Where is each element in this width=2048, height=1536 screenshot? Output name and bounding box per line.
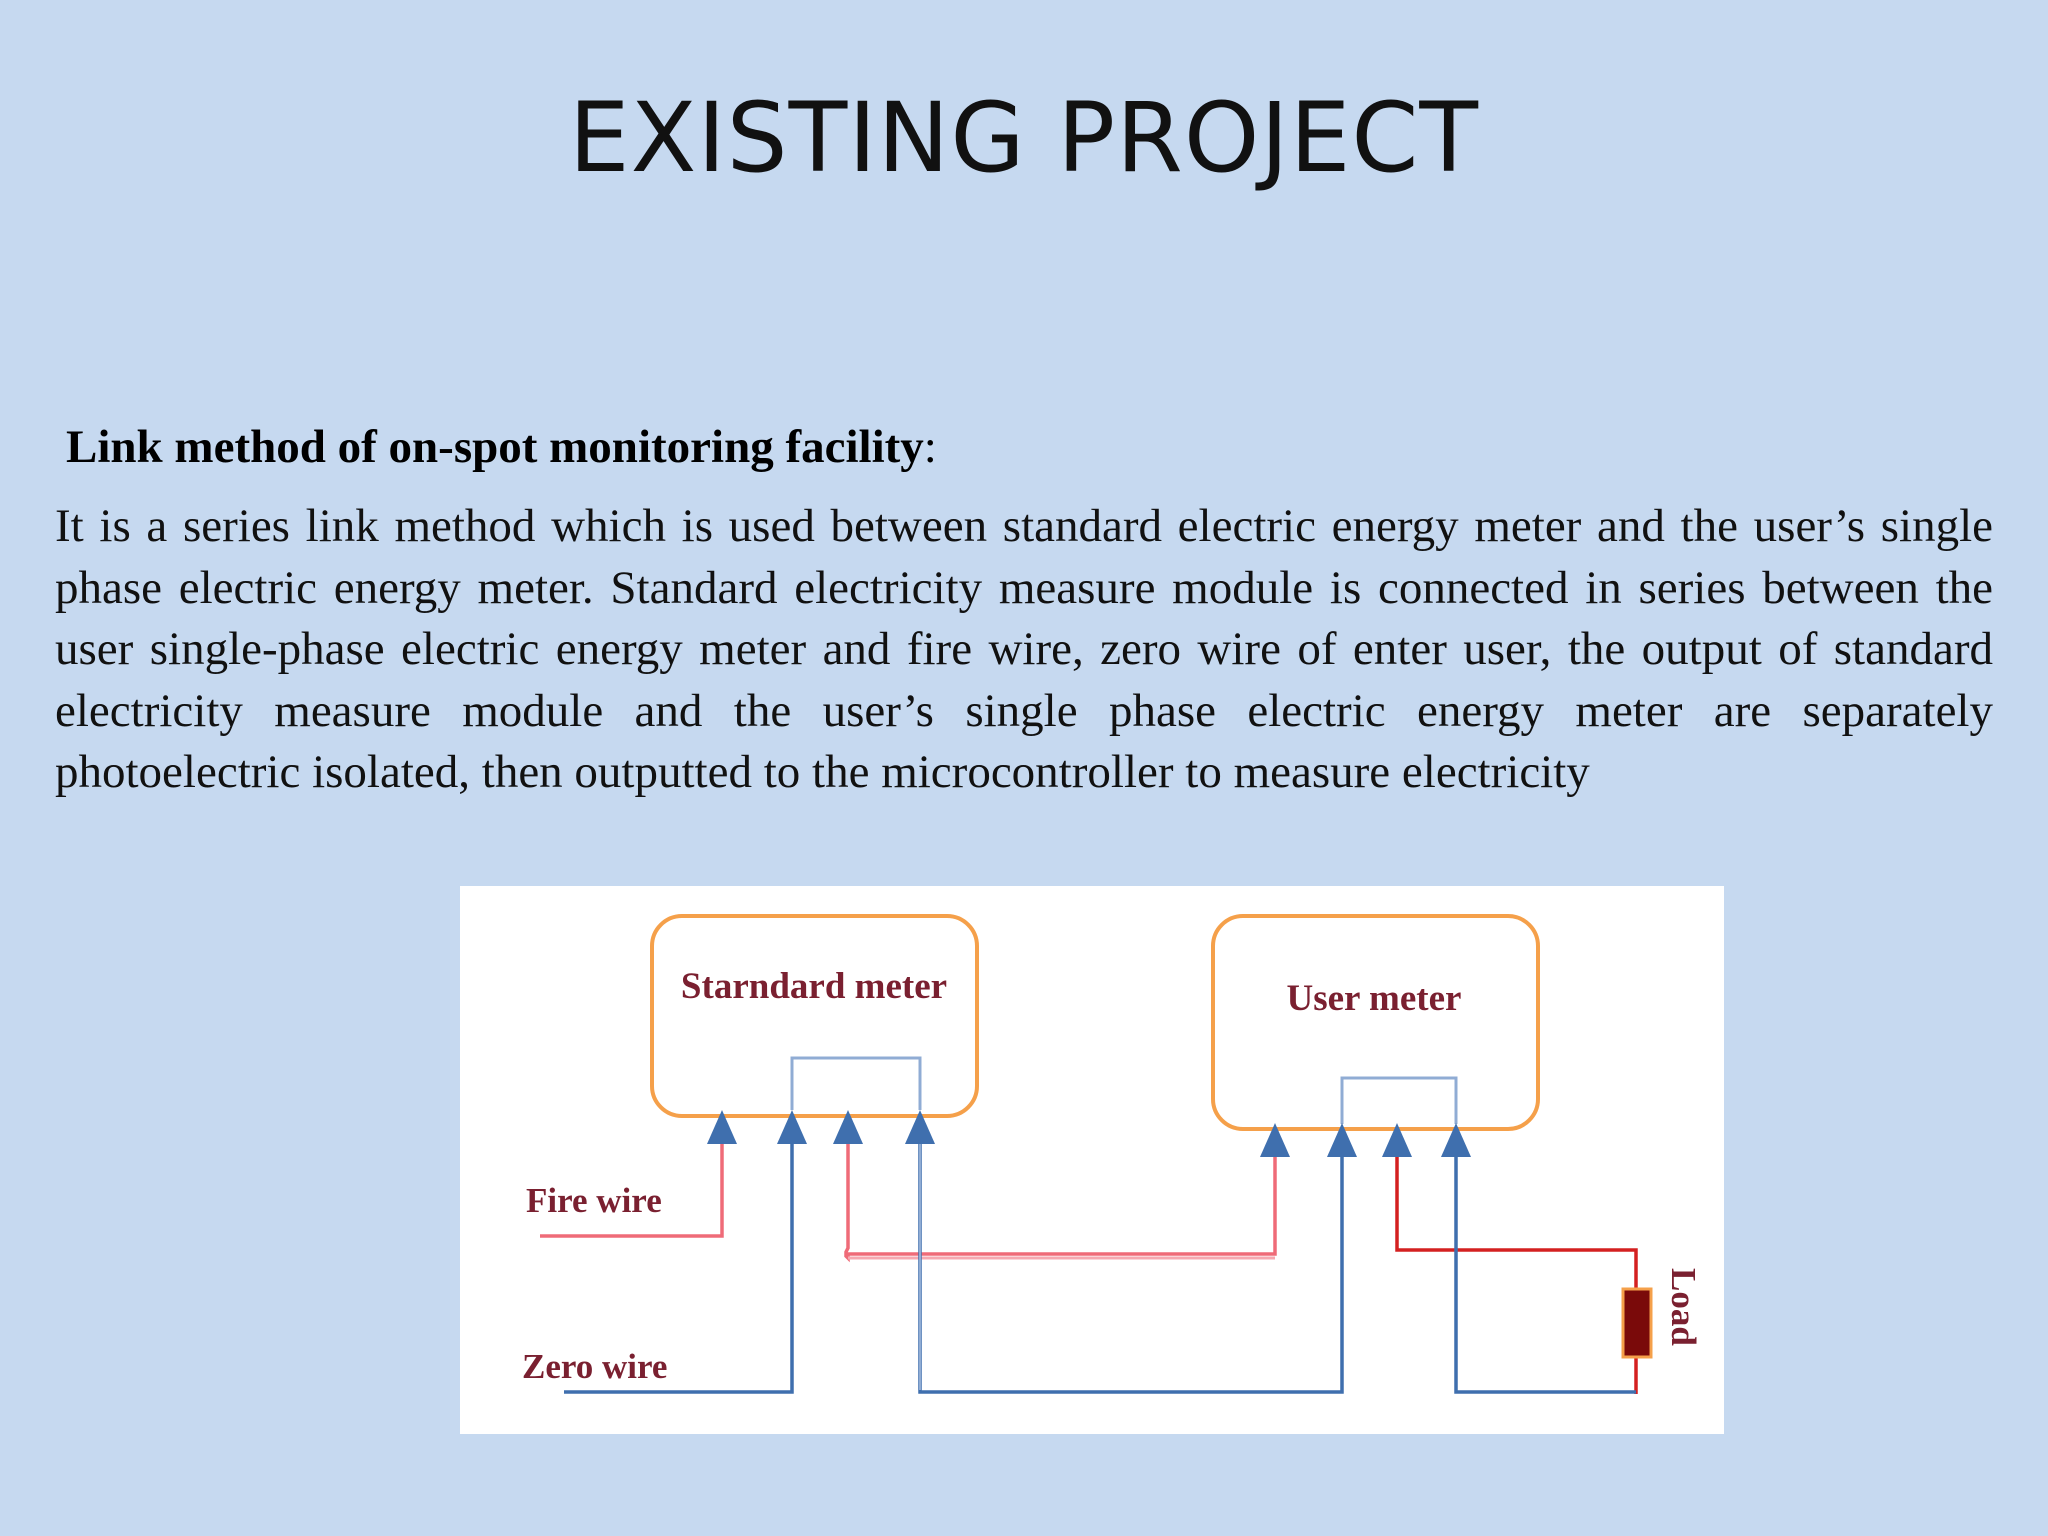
standard-meter-terminal-2 (777, 1110, 807, 1144)
standard-meter-label: Starndard meter (681, 966, 947, 1007)
body-paragraph: It is a series link method which is used… (55, 500, 1993, 798)
load-wire-line (1395, 1129, 1638, 1291)
standard-meter-box (650, 914, 979, 1118)
user-meter-terminal-3 (1382, 1123, 1412, 1157)
zero-wire-line (564, 1118, 794, 1394)
user-meter-box (1211, 914, 1540, 1131)
section-heading: Link method of on-spot monitoring facili… (66, 420, 937, 474)
circuit-diagram: Starndard meter User meter Fire wire Zer (460, 886, 1724, 1434)
fire-wire-label: Fire wire (526, 1181, 662, 1220)
user-meter-terminal-4 (1441, 1123, 1471, 1157)
slide-title: EXISTING PROJECT (568, 82, 1480, 194)
zero-wire-label: Zero wire (522, 1347, 667, 1386)
load-resistor (1621, 1287, 1653, 1359)
standard-meter-terminal-4 (905, 1110, 935, 1144)
circuit-diagram-svg: Starndard meter User meter Fire wire Zer (522, 914, 1703, 1394)
fire-wire-line (540, 1118, 724, 1238)
user-meter-internal-link (1340, 1076, 1458, 1124)
fire-wire-link (844, 1118, 1277, 1263)
user-meter-label: User meter (1287, 978, 1462, 1019)
zero-wire-load-return (1454, 1129, 1636, 1394)
standard-meter-terminal-3 (833, 1110, 863, 1144)
standard-meter-internal-link (790, 1056, 922, 1110)
load-label: Load (1664, 1268, 1703, 1346)
section-heading-colon: : (923, 421, 937, 473)
section-heading-text: Link method of on-spot monitoring facili… (66, 421, 924, 473)
standard-meter-terminal-1 (707, 1110, 737, 1144)
user-meter-terminal-1 (1260, 1123, 1290, 1157)
user-meter-terminal-2 (1327, 1123, 1357, 1157)
